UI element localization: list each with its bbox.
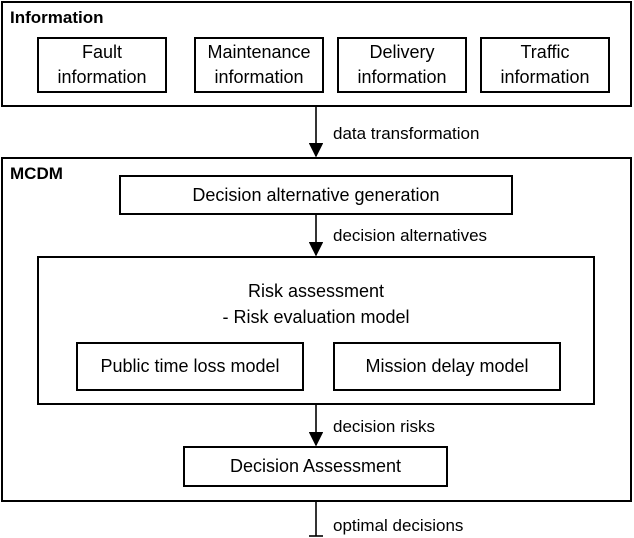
- decision-assessment-box: Decision Assessment: [183, 446, 448, 487]
- risk-assessment-title: Risk assessment: [247, 281, 385, 301]
- decision-risks-label: decision risks: [333, 417, 436, 436]
- mission-delay-model-box: Mission delay model: [333, 342, 561, 391]
- risk-evaluation-model-label: - Risk evaluation model: [222, 307, 410, 327]
- optimal-decisions-label: optimal decisions: [333, 516, 464, 535]
- mcdm-title: MCDM: [10, 164, 63, 183]
- data-transformation-label: data transformation: [333, 124, 480, 143]
- decision-alternative-generation-box: Decision alternative generation: [119, 175, 513, 215]
- information-title: Information: [10, 8, 104, 27]
- public-time-loss-model-box: Public time loss model: [76, 342, 304, 391]
- decision-alternatives-label: decision alternatives: [333, 226, 488, 245]
